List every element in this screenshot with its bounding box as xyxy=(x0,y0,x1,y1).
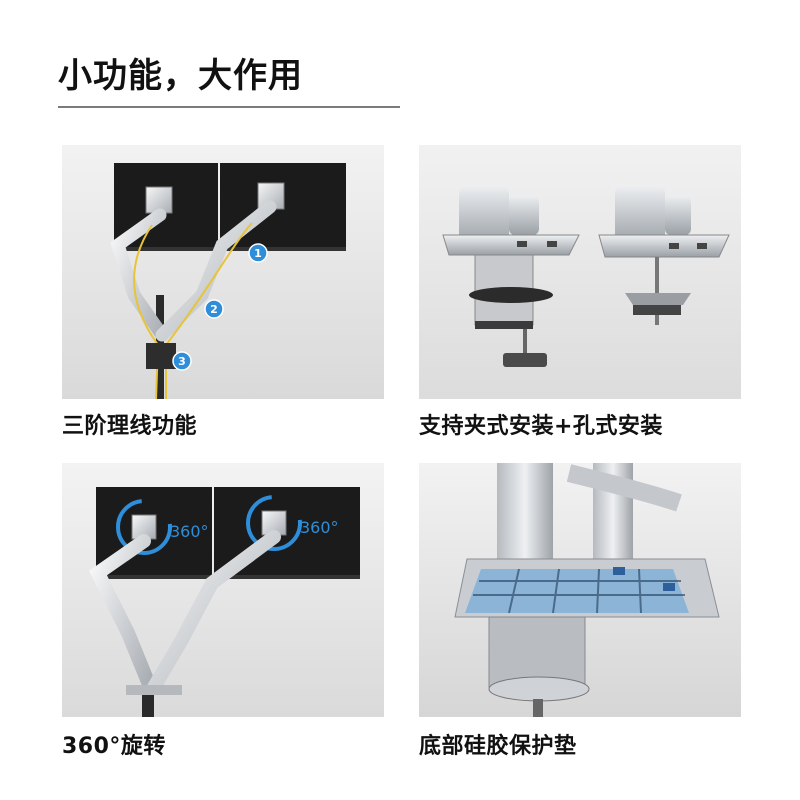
svg-text:1: 1 xyxy=(254,247,262,260)
step-3-badge: 3 xyxy=(172,351,192,371)
feature-caption-cable-management: 三阶理线功能 xyxy=(62,414,198,439)
step-1-badge: 1 xyxy=(248,243,268,263)
rotation-label-left: 360° xyxy=(170,522,209,541)
arm-left xyxy=(110,208,169,342)
step-2-badge: 2 xyxy=(204,299,224,319)
arm-right xyxy=(155,200,277,342)
rotation-arrow-right xyxy=(246,495,302,551)
page-title: 小功能，大作用 xyxy=(58,56,303,96)
svg-text:3: 3 xyxy=(178,355,186,368)
feature-caption-silicone-pad: 底部硅胶保护垫 xyxy=(419,734,577,759)
feature-caption-rotation: 360°旋转 xyxy=(62,734,166,759)
rotation-label-right: 360° xyxy=(300,518,339,537)
feature-caption-mount-options: 支持夹式安装+孔式安装 xyxy=(419,414,663,439)
silicone-pad-grid xyxy=(465,569,689,613)
rotation-arrow-left xyxy=(116,499,172,555)
mount-options-image xyxy=(419,145,741,399)
title-divider xyxy=(58,106,400,108)
silicone-pad-image xyxy=(419,463,741,717)
svg-text:2: 2 xyxy=(210,303,218,316)
cable-management-image: 1 2 3 xyxy=(62,145,384,399)
rotation-image: 360° 360° xyxy=(62,463,384,717)
